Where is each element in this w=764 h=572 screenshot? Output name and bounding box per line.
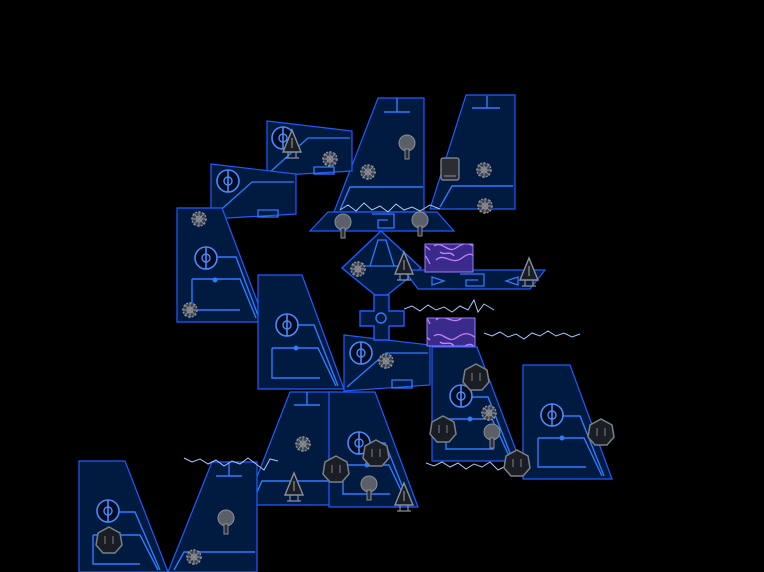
module-box-icon: [440, 157, 460, 181]
tower-base-top: [308, 211, 456, 232]
tower-panel-mid-left: [257, 274, 345, 390]
gear-icon: [185, 548, 203, 566]
dial-icon: [349, 341, 373, 365]
tower-panel-left: [176, 207, 266, 323]
dial-icon: [275, 313, 299, 337]
signal-wave: [483, 330, 581, 340]
dial-icon: [96, 499, 120, 523]
tower-panel-bottom-left: [78, 460, 169, 572]
dial-icon: [216, 169, 240, 193]
crystal-tile: [426, 317, 476, 347]
dial-icon: [540, 403, 564, 427]
tower-panel-bottom-left-2: [167, 461, 258, 572]
probe-icon: [334, 213, 352, 239]
dial-icon: [194, 246, 218, 270]
signal-wave: [339, 202, 441, 213]
crystal-tile: [424, 243, 474, 273]
signal-wave: [183, 457, 279, 471]
tower-panel-far-right: [522, 364, 613, 480]
cross-junction: [359, 294, 405, 341]
probe-icon: [411, 211, 429, 237]
signal-wave: [425, 461, 507, 471]
signal-wave: [403, 298, 495, 314]
tower-panel-top-right: [429, 94, 516, 210]
rail-horizontal: [402, 269, 547, 290]
